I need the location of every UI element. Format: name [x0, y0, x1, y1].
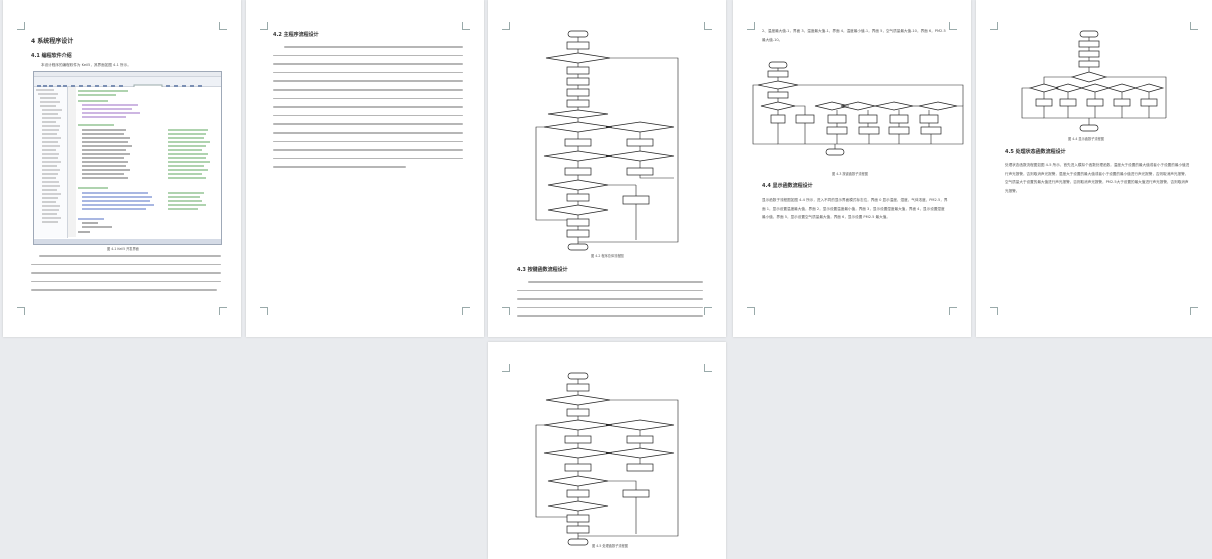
chapter-heading: 4 系统程序设计 — [31, 38, 74, 45]
figure-caption: 图 4-1 Keil5 开发界面 — [107, 247, 139, 251]
continued-paragraph: 2、温度最大值-1，界面 3，温度最大值-1，界面 4，温度最小值-1，界面 5… — [762, 29, 946, 42]
figure-caption: 图 4-4 显示函数子流程图 — [1068, 137, 1104, 141]
document-page-4: 2、温度最大值-1，界面 3，温度最大值-1，界面 4，温度最小值-1，界面 5… — [733, 0, 971, 337]
crop-mark — [17, 307, 25, 315]
figure-caption: 图 4-3 按键函数子流程图 — [832, 172, 868, 176]
section-heading: 4.1 编程软件介绍 — [31, 53, 72, 59]
body-paragraph — [517, 281, 703, 324]
flow-start — [567, 30, 589, 38]
crop-mark — [502, 364, 510, 372]
crop-mark — [704, 364, 712, 372]
project-tree-panel — [34, 87, 68, 238]
crop-mark — [502, 22, 510, 30]
crop-mark — [747, 307, 755, 315]
section-heading: 4.4 显示函数流程设计 — [762, 183, 813, 189]
crop-mark — [502, 307, 510, 315]
body-paragraph: 处理状态函数流程图如图 4-5 所示，首先进入模拟个函数处理函数，温度大于设置的… — [1005, 163, 1190, 193]
document-page-6: 图 4-5 处理函数子流程图 — [488, 342, 726, 559]
crop-mark — [990, 22, 998, 30]
figure-caption: 图 4-2 程序总体流程图 — [591, 254, 624, 258]
crop-mark — [949, 307, 957, 315]
crop-mark — [219, 307, 227, 315]
ide-menubar — [34, 72, 221, 77]
document-page-5: 图 4-4 显示函数子流程图 4.5 处理状态函数流程设计 处理状态函数流程图如… — [976, 0, 1212, 337]
crop-mark — [1190, 22, 1198, 30]
body-paragraph — [273, 46, 463, 175]
intro-paragraph: 本设计程序的编程软件为 Keil5，其界面如图 4-1 所示。 — [41, 63, 131, 67]
section-heading: 4.2 主程序流程设计 — [273, 32, 319, 38]
main-flowchart — [535, 30, 679, 251]
code-editor-panel — [68, 87, 221, 238]
crop-mark — [462, 22, 470, 30]
crop-mark — [260, 22, 268, 30]
ide-toolbar — [34, 77, 221, 90]
flow-decision — [545, 52, 611, 64]
crop-mark — [462, 307, 470, 315]
body-paragraph — [31, 255, 221, 298]
body-paragraph: 显示函数子流程图如图 4-4 所示，进入不同的显示界面模式标志位，界面 0 显示… — [762, 198, 948, 220]
section-heading: 4.3 按键函数流程设计 — [517, 267, 568, 273]
ide-status-bar — [34, 239, 221, 244]
figure-caption: 图 4-5 处理函数子流程图 — [592, 544, 628, 548]
crop-mark — [260, 307, 268, 315]
flow-step — [566, 41, 590, 50]
crop-mark — [219, 22, 227, 30]
crop-mark — [704, 307, 712, 315]
document-page-2: 4.2 主程序流程设计 — [246, 0, 484, 337]
crop-mark — [747, 22, 755, 30]
crop-mark — [704, 22, 712, 30]
keil5-screenshot-figure — [33, 71, 222, 245]
document-page-3: 图 4-2 程序总体流程图 4.3 按键函数流程设计 — [488, 0, 726, 337]
project-tree — [36, 89, 62, 223]
display-function-flowchart — [1021, 30, 1167, 132]
crop-mark — [1190, 307, 1198, 315]
crop-mark — [949, 22, 957, 30]
process-function-flowchart — [535, 372, 679, 546]
code-lines — [68, 87, 210, 237]
section-heading: 4.5 处理状态函数流程设计 — [1005, 149, 1066, 155]
key-function-flowchart — [752, 61, 964, 156]
crop-mark — [990, 307, 998, 315]
crop-mark — [17, 22, 25, 30]
document-page-1: 4 系统程序设计 4.1 编程软件介绍 本设计程序的编程软件为 Keil5，其界… — [3, 0, 241, 337]
